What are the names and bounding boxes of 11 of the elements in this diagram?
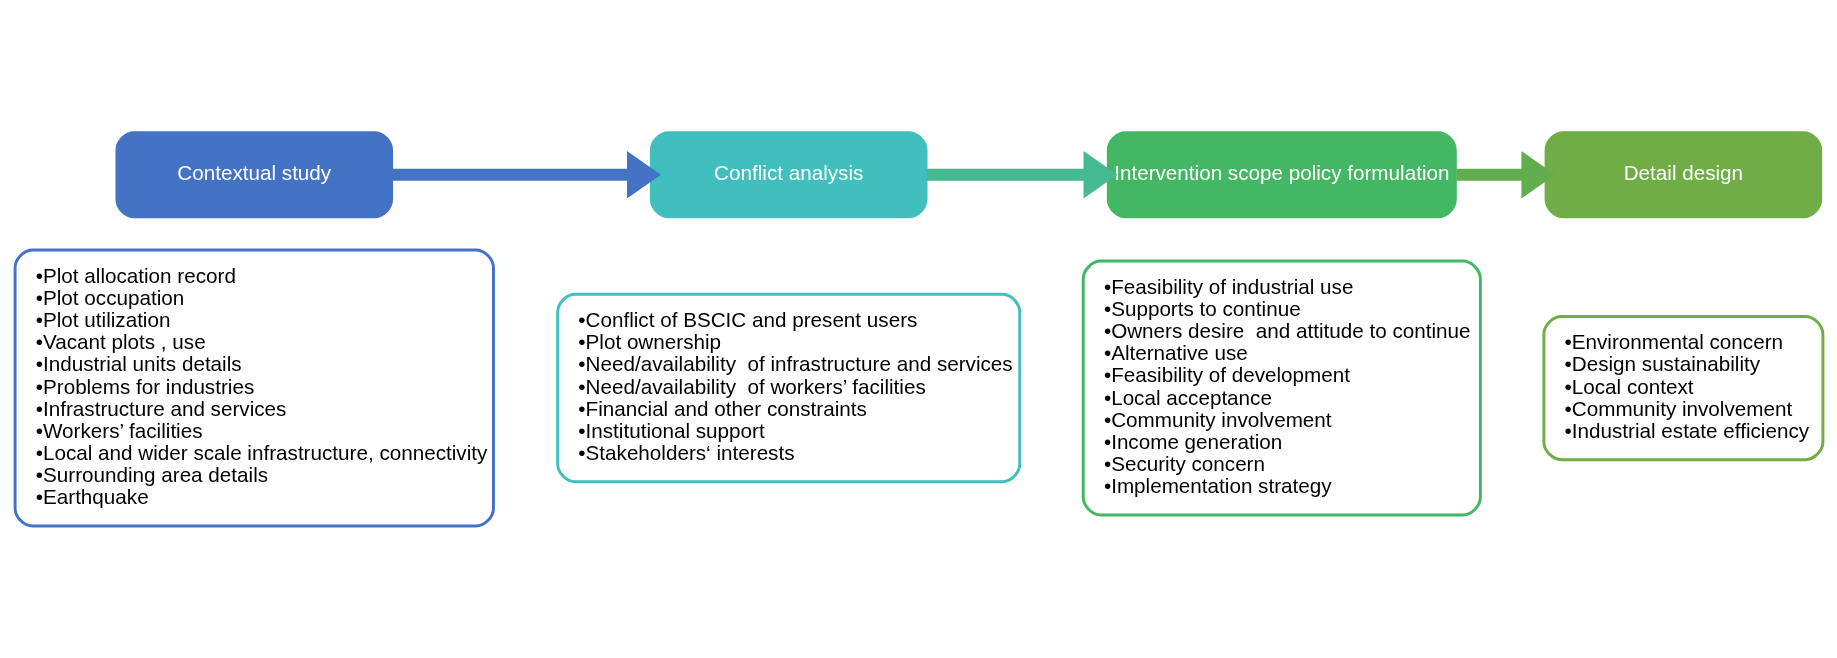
arrow	[926, 150, 1117, 199]
node-box: •Conflict of BSCIC and present users •Plot ownership •Need/availability of infrastructure and services •Need/availability of workers’ facilities •Financial and other constraints •Institutional support •Stakeholders‘ interests	[555, 292, 1021, 484]
node-box: Conflict analysis	[649, 131, 927, 219]
node-box: Detail design	[1544, 131, 1822, 219]
node-box: •Plot allocation record •Plot occupation •Plot utilization •Vacant plots , use •Industrial units details •Problems for industries •Infrastructure and services •Workers’ facilities •Local and wider scale infrastructure, connectivity •Surrounding area details •Earthquake	[13, 248, 495, 528]
node-box: •Feasibility of industrial use •Supports to continue •Owners desire and attitude to continue •Alternative use •Feasibility of development •Local acceptance •Community involvement •Income generation •Security concern •Implementation strategy	[1081, 259, 1482, 517]
node-box: Intervention scope policy formulation	[1106, 131, 1457, 219]
node-box: •Environmental concern •Design sustainability •Local context •Community involvement •Industrial estate efficiency	[1541, 314, 1824, 462]
arrow	[1455, 150, 1555, 199]
node-box: Contextual study	[115, 131, 393, 219]
arrow	[392, 150, 661, 199]
